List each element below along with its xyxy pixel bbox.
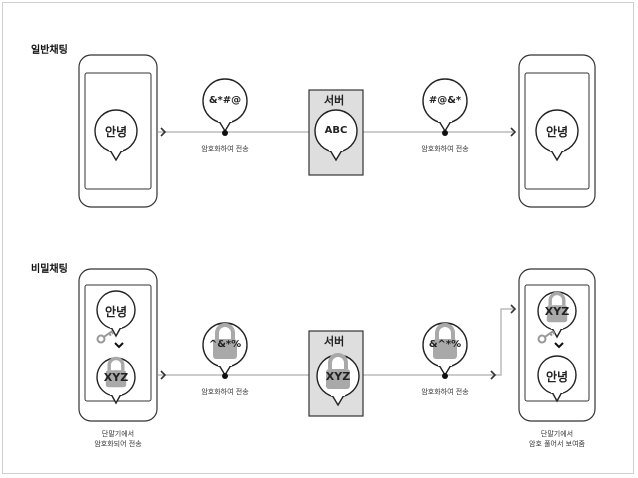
speech-bubble xyxy=(537,355,577,403)
bubble-text: 안녕 xyxy=(545,370,569,384)
phone-caption-line1: 단말기에서 xyxy=(101,430,135,438)
cipher-text: &^*% xyxy=(428,339,462,350)
server-label: 서버 xyxy=(324,335,345,348)
transfer-caption: 암호화하여 전송 xyxy=(421,145,469,153)
speech-bubble xyxy=(535,109,579,162)
transfer-caption: 암호화하여 전송 xyxy=(201,145,249,153)
arrow-right-icon xyxy=(160,127,167,137)
transfer-caption: 암호화하여 전송 xyxy=(421,388,469,396)
speech-bubble xyxy=(314,109,358,162)
bubble-text: XYZ xyxy=(103,371,129,384)
arrow-right-icon xyxy=(510,304,517,314)
cipher-text: ^&*% xyxy=(208,339,242,350)
flow-node-dot xyxy=(222,130,228,136)
bubble-text: 안녕 xyxy=(104,305,128,319)
flow-node-dot xyxy=(442,373,448,379)
bubble-text: 안녕 xyxy=(104,125,128,139)
section-title-normal: 일반채팅 xyxy=(31,45,68,56)
speech-bubble xyxy=(422,78,468,133)
server-label: 서버 xyxy=(324,94,345,107)
flow-line-secret-bend xyxy=(491,308,513,376)
cipher-text: #@&* xyxy=(428,95,462,106)
chevron-down-icon xyxy=(114,342,124,349)
bubble-text: 안녕 xyxy=(545,125,569,139)
speech-bubble xyxy=(94,109,138,162)
transfer-caption: 암호화하여 전송 xyxy=(201,388,249,396)
speech-bubble xyxy=(202,78,248,133)
bubble-text: ABC xyxy=(324,125,348,136)
cipher-text: &*#@ xyxy=(208,95,242,106)
diagram-canvas xyxy=(78,54,596,422)
phone-caption-line2: 암호 풀어서 보여줌 xyxy=(529,440,585,448)
arrow-right-icon xyxy=(160,370,167,380)
arrow-right-icon xyxy=(490,370,497,380)
flow-node-dot xyxy=(222,373,228,379)
diagram-frame: 일반채팅 비밀채팅 안녕 &*#@ 암호화하여 전송 서버 ABC #@&* 암… xyxy=(2,2,634,474)
speech-bubble xyxy=(96,290,136,338)
phone-caption-line1: 단말기에서 xyxy=(540,430,574,438)
chevron-down-icon xyxy=(554,342,564,349)
section-title-secret: 비밀채팅 xyxy=(31,264,68,275)
key-icon xyxy=(537,330,556,344)
phone-caption-line2: 암호화되어 전송 xyxy=(94,440,142,448)
key-icon xyxy=(96,330,115,344)
flow-node-dot xyxy=(442,130,448,136)
bubble-text: XYZ xyxy=(544,305,570,318)
arrow-right-icon xyxy=(510,127,517,137)
bubble-text: XYZ xyxy=(325,370,351,383)
